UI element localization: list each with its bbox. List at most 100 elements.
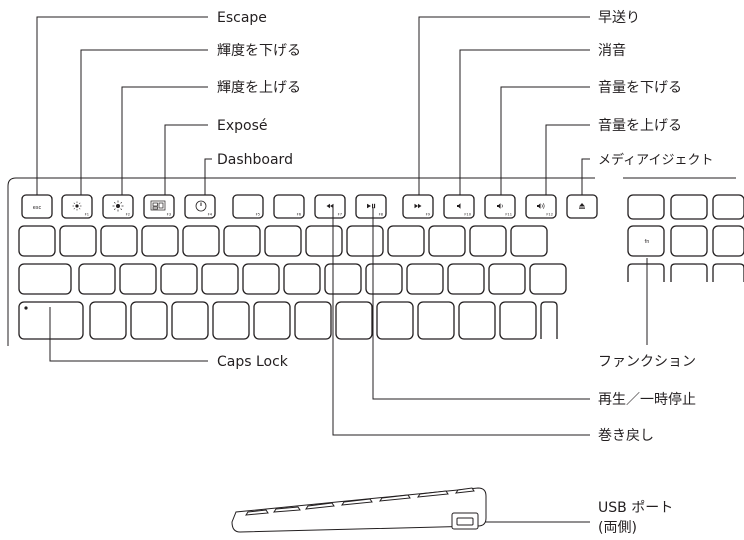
key-f10-number: F10 [464,213,471,217]
key-row1-5[interactable] [182,225,220,257]
key-row2-2[interactable] [78,263,116,295]
key-row3-12[interactable] [499,301,537,340]
key-row2-6[interactable] [242,263,280,295]
key-row2-7[interactable] [283,263,321,295]
callout-dashboard: Dashboard [217,152,293,168]
key-row1-11[interactable] [428,225,466,257]
callout-function: ファンクション [598,354,696,370]
expose-icon [150,200,166,211]
key-esc-label: esc [33,205,42,211]
keyboard-side-view [231,487,487,533]
key-row2-10[interactable] [406,263,444,295]
key-right-top-2[interactable] [670,194,708,220]
key-caps-lock[interactable] [18,301,84,340]
key-row1-4[interactable] [141,225,179,257]
key-row1-10[interactable] [387,225,425,257]
key-right-mid-2[interactable] [670,225,708,257]
key-row2-13[interactable] [529,263,567,295]
main-key-rows [18,194,744,340]
key-f12[interactable]: F12 [525,194,557,219]
key-f9-number: F9 [426,213,431,217]
callout-lines [36,16,648,523]
key-f4[interactable]: F4 [184,194,216,219]
key-right-top-3[interactable] [712,194,744,220]
key-f1[interactable]: F1 [61,194,93,219]
key-row1-7[interactable] [264,225,302,257]
key-row2-3[interactable] [119,263,157,295]
key-row3-11[interactable] [458,301,496,340]
key-row1-3[interactable] [100,225,138,257]
key-row2-9[interactable] [365,263,403,295]
key-row1-6[interactable] [223,225,261,257]
callout-brightness-down: 輝度を下げる [217,43,301,59]
key-row2-5[interactable] [201,263,239,295]
key-fn-label: fn [645,239,650,245]
key-right-low-2[interactable] [670,263,708,282]
key-esc[interactable]: esc [21,194,53,219]
brightness-down-icon [72,201,82,211]
callout-expose: Exposé [217,118,268,134]
callout-escape: Escape [217,10,267,26]
key-right-low-3[interactable] [712,263,744,282]
key-row1-12[interactable] [469,225,507,257]
callout-volume-up: 音量を上げる [598,117,682,134]
callout-media-eject: メディアイジェクト [598,152,713,168]
key-f5[interactable]: F5 [232,194,264,219]
volume-up-icon [537,203,545,209]
key-f7-number: F7 [338,213,342,217]
key-row1-13[interactable] [510,225,548,257]
key-row3-partial[interactable] [540,301,558,339]
callout-rewind: 巻き戻し [598,428,654,444]
key-row3-4[interactable] [171,301,209,340]
callout-caps-lock: Caps Lock [217,354,289,370]
key-row3-10[interactable] [417,301,455,340]
key-f2[interactable]: F2 [102,194,134,219]
keyboard-body-outline [7,177,595,346]
key-f8-number: F8 [379,213,384,217]
volume-down-icon [497,203,503,209]
key-f2-number: F2 [126,213,130,217]
key-eject[interactable] [566,194,598,219]
key-row3-6[interactable] [253,301,291,340]
callout-usb-port-sides: (両側) [598,520,637,536]
key-right-low-1[interactable] [627,263,665,282]
key-f11[interactable]: F11 [484,194,516,219]
callout-fast-forward: 早送り [598,10,640,26]
dashboard-icon [195,200,207,212]
key-f3-number: F3 [167,213,171,217]
key-f5-number: F5 [256,213,260,217]
key-right-mid-3[interactable] [712,225,744,257]
key-row3-7[interactable] [294,301,332,340]
key-row3-9[interactable] [376,301,414,340]
key-f6-number: F6 [297,213,302,217]
key-row3-3[interactable] [130,301,168,340]
key-row1-2[interactable] [59,225,97,257]
key-right-top-1[interactable] [627,194,665,220]
key-row2-11[interactable] [447,263,485,295]
key-row2-1[interactable] [18,263,72,295]
key-row3-2[interactable] [89,301,127,340]
key-f6[interactable]: F6 [273,194,305,219]
key-row1-8[interactable] [305,225,343,257]
key-f7[interactable]: F7 [314,194,346,219]
callout-brightness-up: 輝度を上げる [217,80,301,96]
key-row2-8[interactable] [324,263,362,295]
key-f10[interactable]: F10 [443,194,475,219]
mute-icon [457,203,461,209]
key-f12-number: F12 [546,213,553,217]
key-row1-9[interactable] [346,225,384,257]
brightness-up-icon [112,200,124,212]
key-row3-8[interactable] [335,301,373,340]
function-row: esc F1 [21,194,598,219]
key-fn[interactable] [627,225,665,257]
key-row2-4[interactable] [160,263,198,295]
eject-icon [579,203,585,209]
key-f11-number: F11 [505,213,512,217]
key-f9[interactable]: F9 [402,194,434,219]
key-row2-12[interactable] [488,263,526,295]
key-f3[interactable]: F3 [143,194,175,219]
key-row1-1[interactable] [18,225,56,257]
key-row3-5[interactable] [212,301,250,340]
key-f8[interactable]: F8 [355,194,387,219]
